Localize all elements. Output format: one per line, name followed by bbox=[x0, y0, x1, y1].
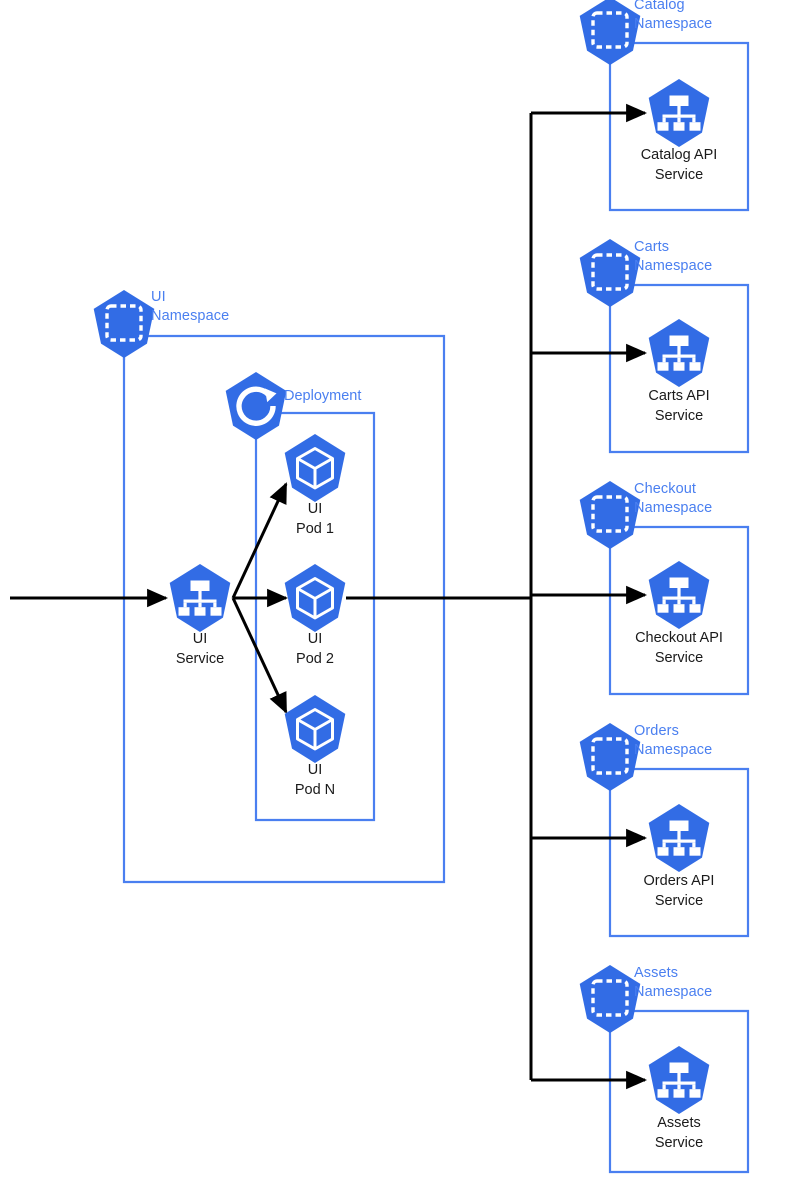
service-icon bbox=[169, 564, 231, 632]
namespace-icon bbox=[579, 239, 641, 307]
deployment-label: Deployment bbox=[284, 388, 362, 404]
orders-api-service-label-line2: Service bbox=[654, 893, 704, 909]
checkout-api-service-label-line2: Service bbox=[654, 650, 704, 666]
checkout-api-service-label-line1: Checkout API bbox=[635, 630, 723, 646]
carts-api-service-label: Carts API Service bbox=[609, 386, 749, 426]
ui-pod-n-label-line1: UI bbox=[307, 762, 323, 778]
service-icon bbox=[648, 319, 710, 387]
deployment-icon bbox=[225, 372, 287, 440]
carts-namespace-label-line2: Namespace bbox=[634, 258, 713, 274]
ui-pod-1-label: UI Pod 1 bbox=[255, 499, 375, 539]
pod-icon bbox=[284, 434, 346, 502]
ui-namespace-label: UI Namespace bbox=[151, 288, 229, 326]
catalog-api-service-label: Catalog API Service bbox=[609, 145, 749, 185]
ui-namespace-label-line2: Namespace bbox=[151, 308, 230, 324]
service-icon bbox=[648, 1046, 710, 1114]
catalog-api-service-label-line2: Service bbox=[654, 167, 704, 183]
assets-service-label-line1: Assets bbox=[657, 1115, 701, 1131]
orders-namespace-box bbox=[608, 767, 750, 938]
ui-pod-1-label-line2: Pod 1 bbox=[296, 521, 334, 537]
ui-pod-n-label: UI Pod N bbox=[255, 760, 375, 800]
ui-namespace-label-line1: UI bbox=[151, 289, 166, 305]
catalog-api-service-label-line1: Catalog API bbox=[640, 147, 718, 163]
namespace-icon bbox=[579, 0, 641, 65]
namespace-icon bbox=[579, 723, 641, 791]
assets-namespace-box bbox=[608, 1009, 750, 1174]
checkout-namespace-box bbox=[608, 525, 750, 696]
checkout-namespace-label-line2: Namespace bbox=[634, 500, 713, 516]
catalog-namespace-label-line1: Catalog bbox=[634, 0, 685, 13]
pod-icon bbox=[284, 564, 346, 632]
ui-pod-1-label-line1: UI bbox=[307, 501, 323, 517]
orders-api-service-label: Orders API Service bbox=[609, 871, 749, 911]
orders-namespace-label-line2: Namespace bbox=[634, 742, 713, 758]
namespace-icon bbox=[579, 965, 641, 1033]
ui-namespace-box bbox=[122, 334, 446, 884]
carts-namespace-label-line1: Carts bbox=[634, 239, 670, 255]
ui-pod-2-label-line1: UI bbox=[307, 631, 323, 647]
namespace-icon bbox=[579, 481, 641, 549]
checkout-api-service-label: Checkout API Service bbox=[604, 628, 754, 668]
orders-api-service-label-line1: Orders API bbox=[643, 873, 715, 889]
catalog-namespace-box bbox=[608, 41, 750, 212]
carts-api-service-label-line1: Carts API bbox=[648, 388, 710, 404]
assets-namespace-label-line2: Namespace bbox=[634, 984, 713, 1000]
namespace-icon bbox=[93, 290, 155, 358]
service-to-pod1-arrow bbox=[231, 482, 288, 599]
assets-namespace-label-line1: Assets bbox=[634, 965, 679, 981]
ui-service-label-line1: UI bbox=[192, 631, 208, 647]
ui-pod-2-label: UI Pod 2 bbox=[255, 629, 375, 669]
ui-service-label: UI Service bbox=[140, 629, 260, 669]
service-icon bbox=[648, 561, 710, 629]
orders-namespace-label-line1: Orders bbox=[634, 723, 679, 739]
service-icon bbox=[648, 79, 710, 147]
carts-api-service-label-line2: Service bbox=[654, 408, 704, 424]
ui-service-label-line2: Service bbox=[175, 651, 225, 667]
pod-icon bbox=[284, 695, 346, 763]
checkout-namespace-label-line1: Checkout bbox=[634, 481, 697, 497]
ui-pod-n-label-line2: Pod N bbox=[294, 782, 336, 798]
carts-namespace-box bbox=[608, 283, 750, 454]
service-icon bbox=[648, 804, 710, 872]
assets-service-label-line2: Service bbox=[654, 1135, 704, 1151]
service-to-podn-arrow bbox=[231, 597, 288, 714]
ui-pod-2-label-line2: Pod 2 bbox=[296, 651, 334, 667]
catalog-namespace-label-line2: Namespace bbox=[634, 16, 713, 32]
